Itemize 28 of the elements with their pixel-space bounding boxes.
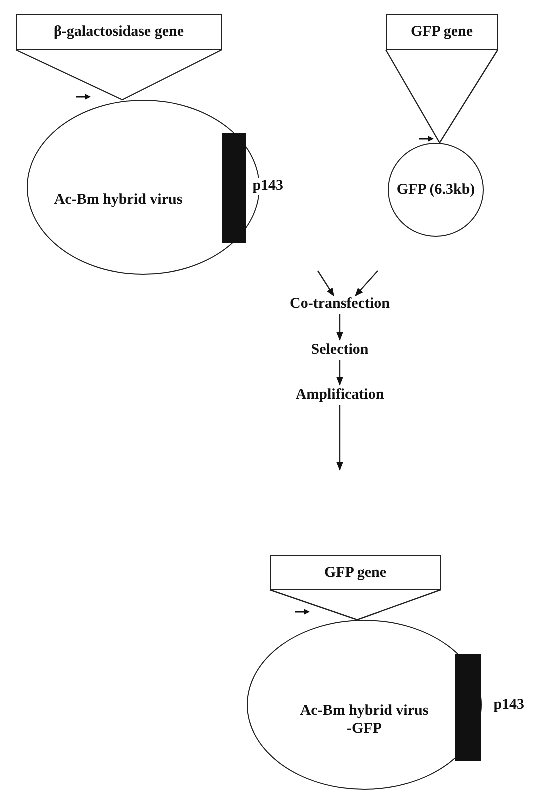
label-text: GFP gene: [324, 564, 387, 582]
arrow: [318, 270, 334, 297]
label-text: β-galactosidase gene: [54, 23, 184, 41]
connector-line: [270, 589, 358, 621]
arrow: [355, 270, 378, 297]
step-text: Selection: [311, 341, 369, 359]
gene-box: [386, 14, 498, 50]
arrow: [336, 314, 344, 341]
connector-line: [385, 50, 440, 144]
gene-box: [16, 14, 222, 50]
gene-marker-bar: [222, 132, 246, 243]
step-text: Co-transfection: [290, 295, 390, 313]
connector-line: [439, 50, 498, 144]
label-text: GFP gene: [410, 23, 474, 41]
connector-line: [122, 49, 222, 101]
gene-box: [270, 555, 441, 590]
connector-line: [16, 49, 123, 101]
plasmid-circle: [388, 143, 484, 237]
gene-label: p143: [492, 696, 526, 714]
gene-marker-bar: [454, 654, 481, 761]
label-text: Ac-Bm hybrid virus -GFP: [299, 702, 430, 738]
arrow: [336, 405, 344, 471]
arrow: [336, 360, 344, 386]
label-text: GFP (6.3kb): [396, 181, 476, 199]
step-text: Amplification: [296, 386, 384, 404]
label-text: Ac-Bm hybrid virus: [54, 190, 183, 208]
connector-line: [357, 589, 442, 621]
gene-label: p143: [252, 178, 285, 195]
